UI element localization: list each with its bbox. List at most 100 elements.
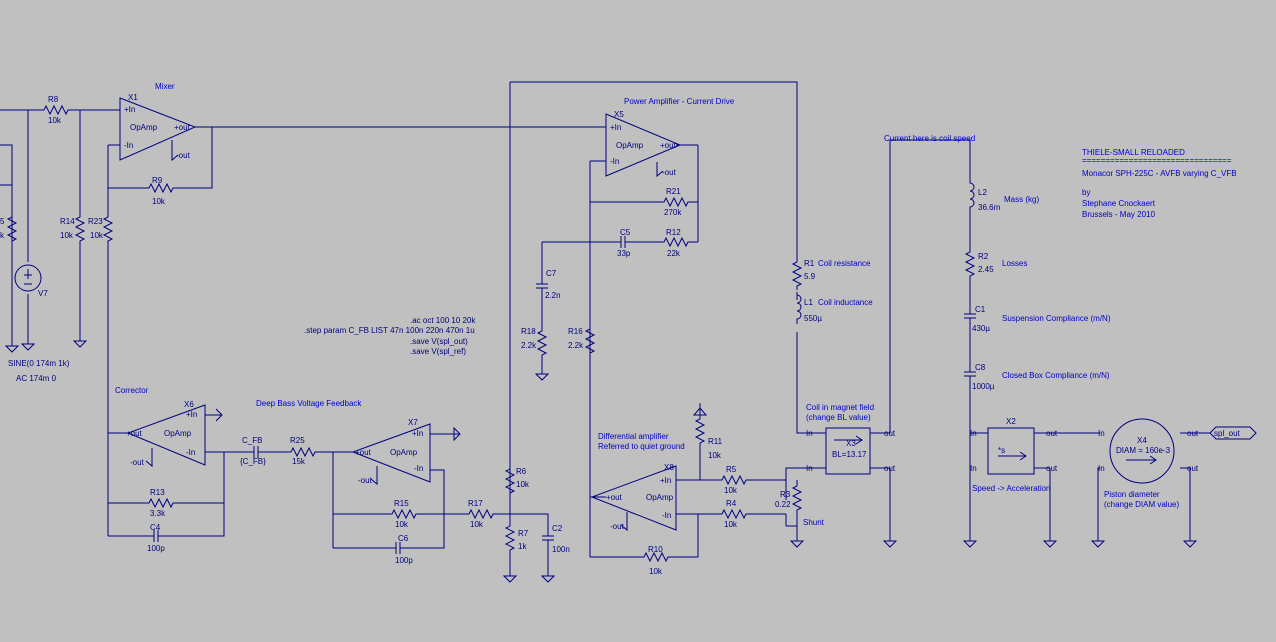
resistor-r16[interactable]: R16 2.2k [568, 324, 595, 358]
resistor-r25[interactable]: R25 15k [286, 436, 320, 466]
r23-value: 10k [90, 231, 104, 240]
directive-step: .step param C_FB LIST 47n 100n 220n 470n… [304, 326, 475, 335]
c4-value: 100p [147, 544, 165, 553]
capacitor-c1[interactable]: C1 430µ [963, 299, 990, 333]
note-speed-accel: Speed -> Acceleration [972, 484, 1051, 493]
directive-save-ref: .save V(spl_ref) [410, 347, 466, 356]
note-piston-2: (change DIAM value) [1104, 500, 1179, 509]
directive-save-out: .save V(spl_out) [410, 337, 468, 346]
capacitor-c7[interactable]: C7 2.2n [535, 269, 561, 303]
resistor-r18[interactable]: R18 2.2k [521, 326, 547, 360]
resistor-r13[interactable]: R13 3.3k [144, 488, 178, 518]
capacitor-c6[interactable]: C6 100p [381, 534, 415, 565]
l1-value: 550µ [804, 314, 822, 323]
opamp-x1-ref: X1 [128, 93, 138, 102]
resistor-r17[interactable]: R17 10k [464, 499, 498, 529]
capacitor-c-fb[interactable]: C_FB {C_FB} [239, 436, 273, 466]
net-label-spl-out[interactable]: spl_out [1209, 426, 1257, 440]
opamp-x6[interactable]: X6 +In -In OpAmp +out -out [126, 400, 223, 468]
block-x4-piston[interactable]: X4 DIAM = 160e-3 In In out out [1098, 418, 1199, 484]
resistor-r8[interactable]: R8 10k [39, 95, 73, 125]
c1-name: C1 [975, 305, 986, 314]
resistor-r9[interactable]: R9 10k [144, 176, 178, 206]
opamp-x5-outn: -out [662, 168, 677, 177]
opamp-x5[interactable]: X5 +In -In OpAmp +out -out [605, 110, 682, 178]
resistor-r15[interactable]: R15 10k [387, 499, 421, 529]
opamp-x5-inn: -In [610, 157, 619, 166]
c7-value: 2.2n [545, 291, 561, 300]
opamp-x5-ref: X5 [614, 110, 624, 119]
note-closed-box: Closed Box Compliance (m/N) [1002, 371, 1110, 380]
opamp-x1-outp: +out [174, 123, 191, 132]
x3-value: BL=13.17 [832, 450, 867, 459]
resistor-r2[interactable]: R2 2.45 [965, 247, 994, 281]
r4-value: 10k [724, 520, 738, 529]
r3-name: R3 [780, 490, 791, 499]
r9-name: R9 [152, 176, 163, 185]
l2-name: L2 [978, 188, 987, 197]
l1-name: L1 [804, 298, 813, 307]
resistor-r5-partial[interactable]: 5 k [0, 212, 17, 246]
r8-name: R8 [48, 95, 59, 104]
opamp-x6-ref: X6 [184, 400, 194, 409]
c6-value: 100p [395, 556, 413, 565]
note-author: Stephane Cnockaert [1082, 199, 1156, 208]
x3-inn: In [806, 464, 813, 473]
note-coil-field-1: Coil in magnet field [806, 403, 874, 412]
note-coil-field-2: (change BL value) [806, 413, 871, 422]
r18-name: R18 [521, 327, 536, 336]
voltage-source-v7[interactable]: V7 [14, 264, 48, 298]
block-x2-derivative[interactable]: X2 *s In In out out [970, 417, 1058, 475]
resistor-r6[interactable]: R6 10k [505, 464, 530, 498]
capacitor-c2[interactable]: C2 100n [541, 521, 570, 555]
resistor-r4[interactable]: R4 10k [717, 499, 751, 529]
resistor-r5[interactable]: R5 10k [717, 465, 751, 495]
r12-value: 22k [667, 249, 681, 258]
r25-name: R25 [290, 436, 305, 445]
spice-directives[interactable]: .ac oct 100 10 20k .step param C_FB LIST… [304, 316, 476, 356]
r1-value: 5.9 [804, 272, 816, 281]
inductor-l1[interactable]: L1 550µ [796, 291, 822, 325]
block-x3-bl[interactable]: X3 BL=13.17 In In out out [806, 427, 896, 475]
opamp-x5-label: OpAmp [616, 141, 644, 150]
resistor-r12[interactable]: R12 22k [659, 228, 693, 258]
r2-value: 2.45 [978, 265, 994, 274]
x3-inp: In [806, 429, 813, 438]
resistor-r11[interactable]: R11 10k [695, 414, 723, 460]
opamp-x8-outp: +out [606, 493, 623, 502]
opamp-x1[interactable]: X1 +In -In OpAmp +out -out [119, 93, 197, 162]
inductor-l2[interactable]: L2 36.6m [969, 179, 1001, 213]
r5-name: R5 [726, 465, 737, 474]
directive-ac: .ac oct 100 10 20k [410, 316, 476, 325]
opamp-x7-inp: +In [412, 429, 423, 438]
x4-inp: In [1098, 429, 1105, 438]
note-shunt: Shunt [803, 518, 825, 527]
opamp-x7-outn: -out [358, 476, 373, 485]
c8-name: C8 [975, 363, 986, 372]
opamp-x8[interactable]: X8 +In -In OpAmp +out -out [590, 463, 677, 532]
resistor-r21[interactable]: R21 270k [659, 187, 693, 217]
note-title: THIELE-SMALL RELOADED [1082, 148, 1185, 157]
r5a-name: 5 [0, 217, 5, 226]
note-power-amp: Power Amplifier - Current Drive [624, 97, 735, 106]
capacitor-c8[interactable]: C8 1000µ [963, 357, 995, 391]
x3-outp: out [884, 429, 896, 438]
x4-value: DIAM = 160e-3 [1116, 446, 1171, 455]
l2-value: 36.6m [978, 203, 1001, 212]
opamp-x7[interactable]: X7 +In -In OpAmp +out -out [351, 418, 461, 486]
resistor-r3[interactable]: R3 0.22 [775, 480, 803, 526]
r1-name: R1 [804, 259, 815, 268]
resistor-r23[interactable]: R23 10k [88, 212, 113, 246]
capacitor-c5[interactable]: C5 33p [606, 228, 640, 258]
resistor-r14[interactable]: R14 10k [60, 212, 85, 246]
capacitor-c4[interactable]: C4 100p [139, 523, 173, 553]
r5a-value: k [0, 231, 5, 240]
resistor-r10[interactable]: R10 10k [639, 545, 673, 576]
opamp-x7-inn: -In [414, 464, 423, 473]
source-name: V7 [38, 289, 48, 298]
cfb-value: {C_FB} [240, 457, 266, 466]
resistor-r1[interactable]: R1 5.9 [792, 257, 816, 291]
resistor-r7[interactable]: R7 1k [505, 521, 529, 555]
cfb-name: C_FB [242, 436, 262, 445]
